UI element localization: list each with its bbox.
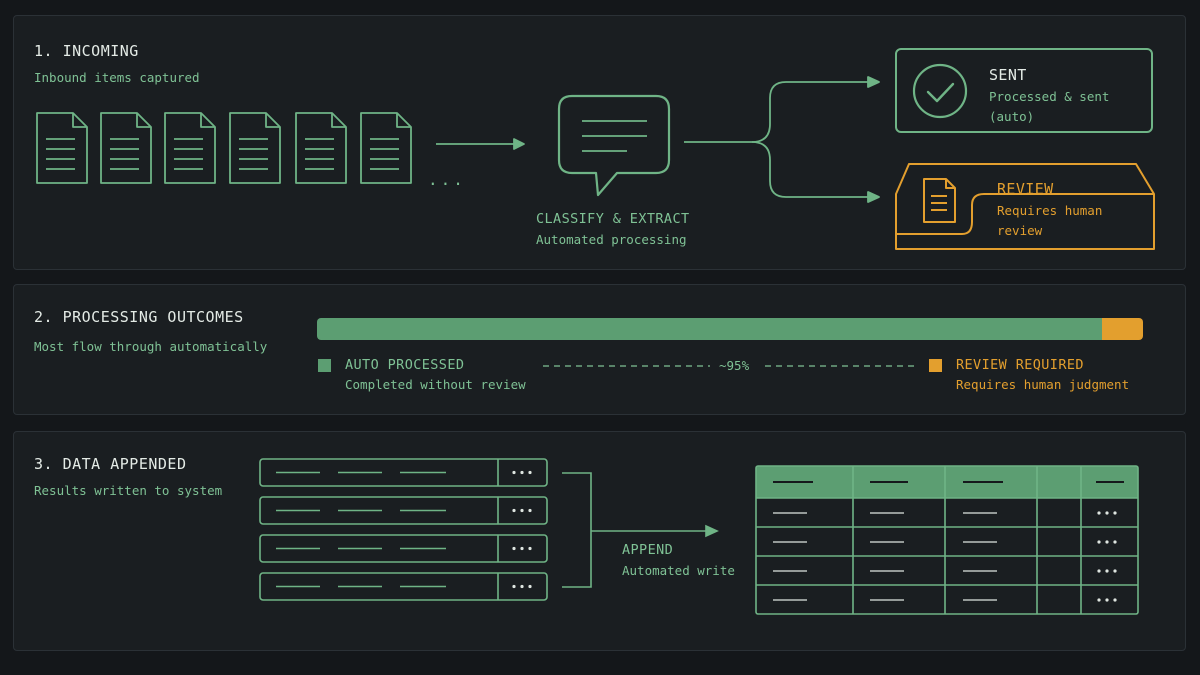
speech-bubble-icon — [557, 94, 671, 197]
review-card — [895, 163, 1155, 250]
review-line-1: Requires human — [997, 203, 1103, 218]
append-title: APPEND — [622, 542, 674, 558]
record-row-icon — [259, 534, 548, 563]
document-icon — [923, 178, 956, 223]
sent-title: SENT — [989, 66, 1027, 84]
processing-outcomes-panel — [13, 284, 1186, 415]
table-icon — [755, 465, 1139, 615]
record-row-icon — [259, 572, 548, 601]
document-icon — [36, 112, 88, 184]
sent-line-1: Processed & sent — [989, 89, 1110, 104]
review-title: REVIEW — [997, 180, 1054, 198]
append-subtitle: Automated write — [622, 563, 735, 578]
appended-subtitle: Results written to system — [34, 483, 223, 498]
auto-legend-subtitle: Completed without review — [345, 377, 526, 392]
auto-processed-bar — [317, 318, 1102, 340]
auto-percent-label: ~95% — [719, 358, 750, 373]
review-legend-subtitle: Requires human judgment — [956, 377, 1130, 392]
more-items-ellipsis: ... — [428, 170, 466, 189]
review-line-2: review — [997, 223, 1043, 238]
appended-title: 3. DATA APPENDED — [34, 455, 187, 473]
check-circle-icon — [912, 63, 968, 119]
document-icon — [100, 112, 152, 184]
review-required-bar — [1102, 318, 1143, 340]
document-icon — [360, 112, 412, 184]
incoming-subtitle: Inbound items captured — [34, 70, 200, 85]
sent-card — [895, 48, 1153, 133]
outcomes-title: 2. PROCESSING OUTCOMES — [34, 308, 244, 326]
review-legend-title: REVIEW REQUIRED — [956, 357, 1084, 373]
review-legend-swatch — [929, 359, 942, 372]
incoming-title: 1. INCOMING — [34, 42, 139, 60]
document-icon — [295, 112, 347, 184]
classify-subtitle: Automated processing — [536, 232, 687, 247]
sent-line-2: (auto) — [989, 109, 1035, 124]
auto-legend-title: AUTO PROCESSED — [345, 357, 465, 373]
auto-legend-swatch — [318, 359, 331, 372]
record-row-icon — [259, 458, 548, 487]
outcomes-subtitle: Most flow through automatically — [34, 339, 268, 354]
document-icon — [229, 112, 281, 184]
record-row-icon — [259, 496, 548, 525]
incoming-panel — [13, 15, 1186, 270]
classify-title: CLASSIFY & EXTRACT — [536, 211, 690, 227]
document-icon — [164, 112, 216, 184]
